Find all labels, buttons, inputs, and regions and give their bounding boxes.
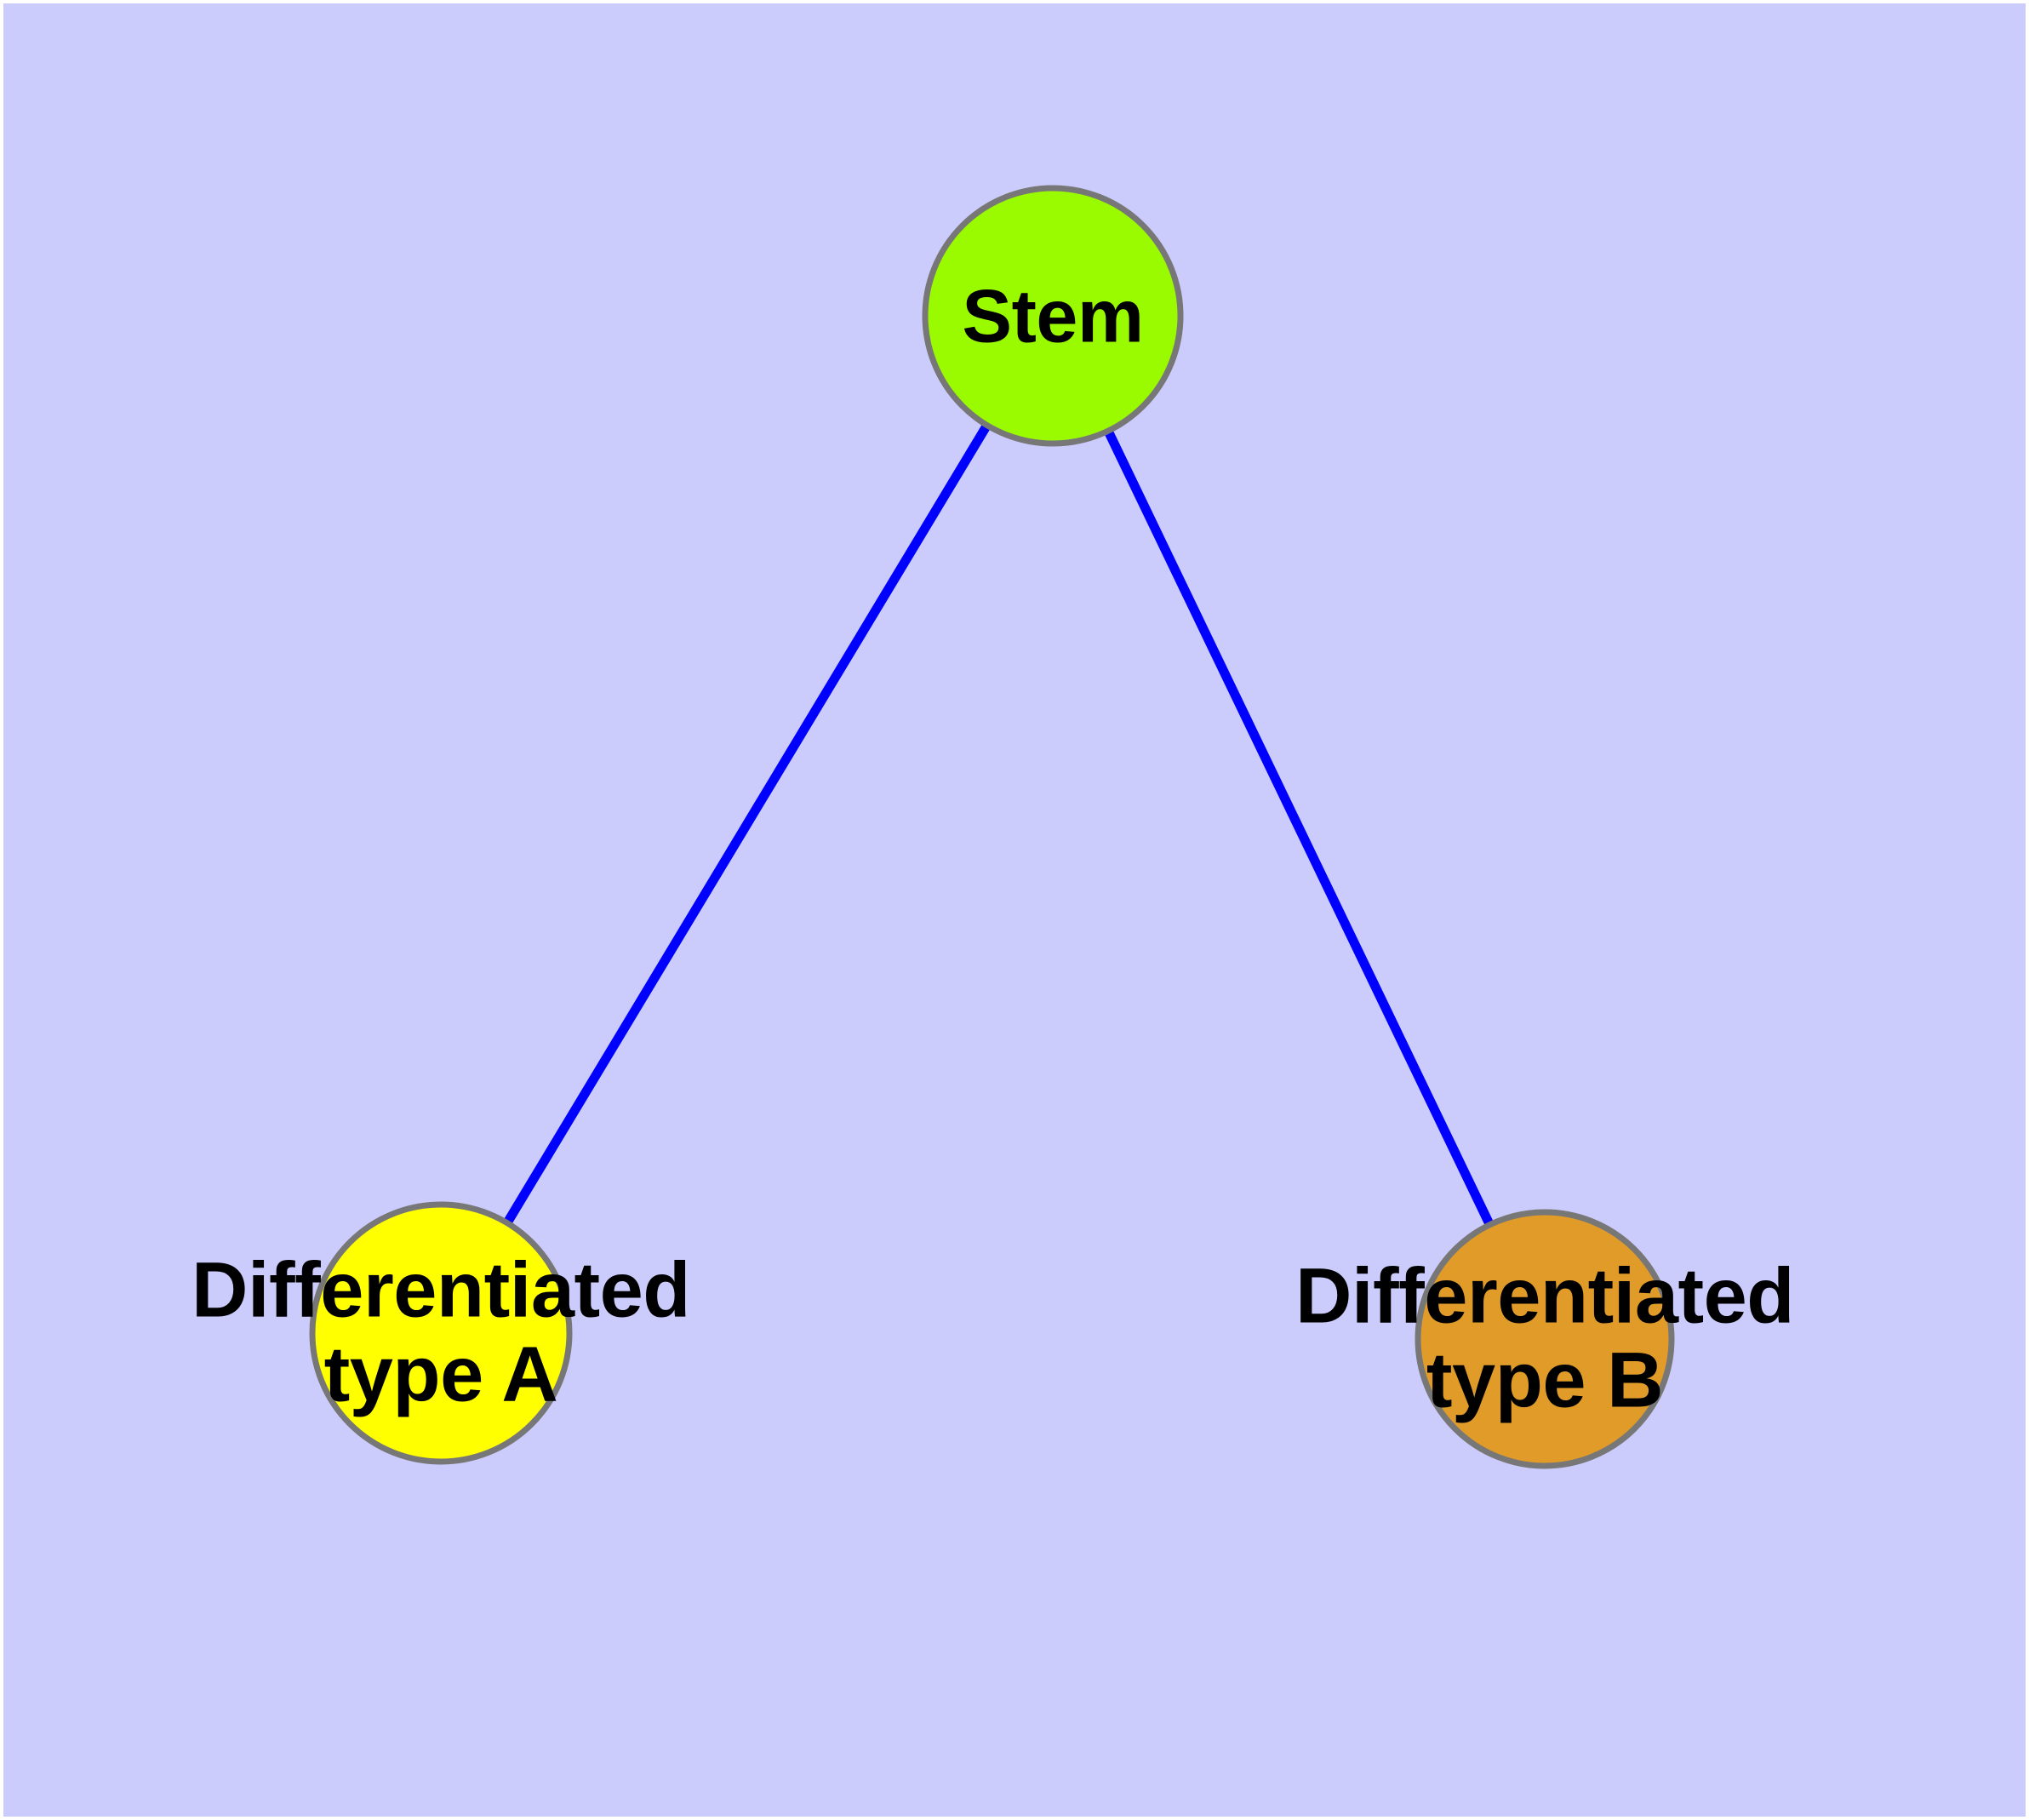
- graph-node-diff_b[interactable]: [1415, 1209, 1675, 1469]
- graph-svg: [309, 185, 1675, 1469]
- graph-node-stem[interactable]: [922, 185, 1184, 447]
- nodes-layer: [309, 185, 1675, 1469]
- graph-edge: [437, 313, 1057, 1336]
- graph-edge: [1049, 313, 1549, 1342]
- graph-node-diff_a[interactable]: [309, 1201, 573, 1465]
- edges-layer: [437, 313, 1549, 1342]
